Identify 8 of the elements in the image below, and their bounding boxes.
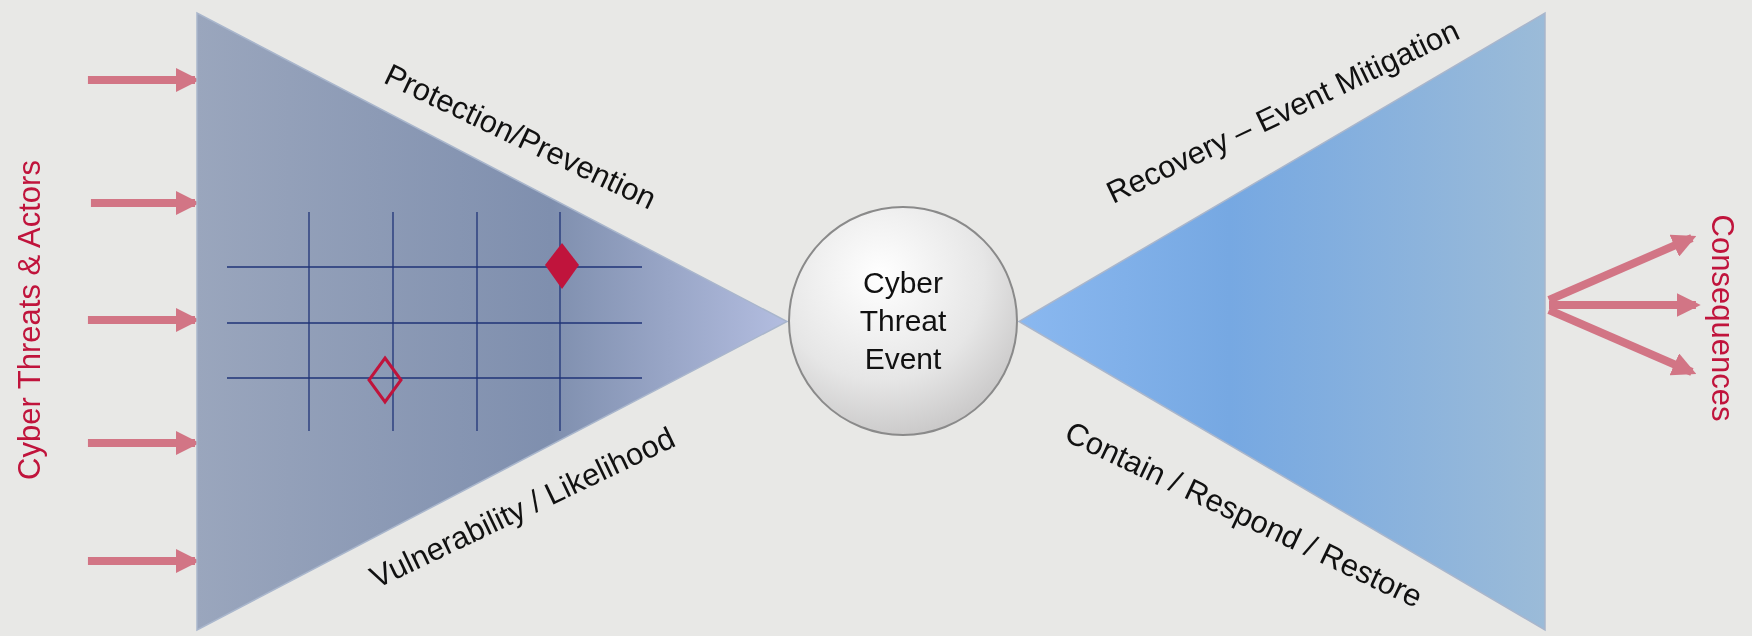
funnel-triangle (197, 13, 787, 630)
event-label: Cyber Threat Event (858, 265, 948, 377)
side-label: Cyber Threats & Actors (11, 160, 48, 480)
arrow (1547, 234, 1697, 304)
arrow (1549, 293, 1701, 317)
arrow (1547, 306, 1697, 376)
funnel-triangle (1019, 13, 1545, 630)
side-label: Consequences (1703, 214, 1740, 422)
